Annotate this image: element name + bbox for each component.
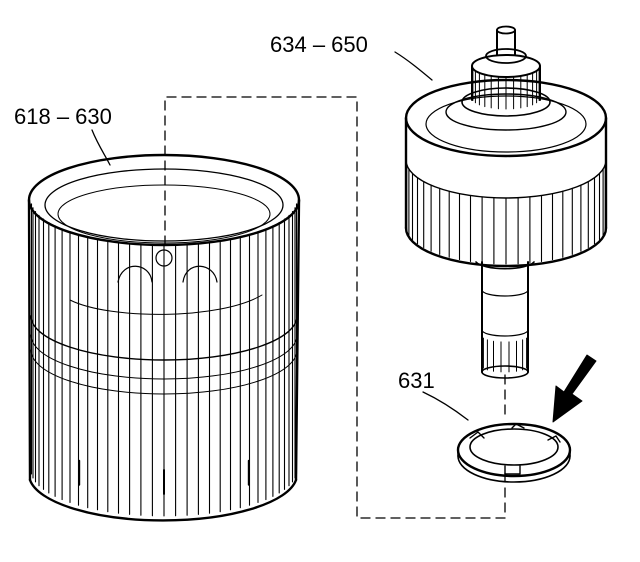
input-shaft-assembly-label: 634 – 650	[270, 32, 368, 57]
drum-housing-label: 618 – 630	[14, 104, 112, 129]
assembly-dashed-lines	[164, 96, 506, 519]
drum-housing-618-630	[27, 153, 301, 522]
thrust-washer-631	[456, 422, 572, 483]
arrow-icon	[552, 354, 597, 423]
input-shaft-assembly-634-650	[404, 25, 608, 379]
leader-lines	[91, 51, 469, 421]
thrust-washer-label: 631	[398, 368, 435, 393]
